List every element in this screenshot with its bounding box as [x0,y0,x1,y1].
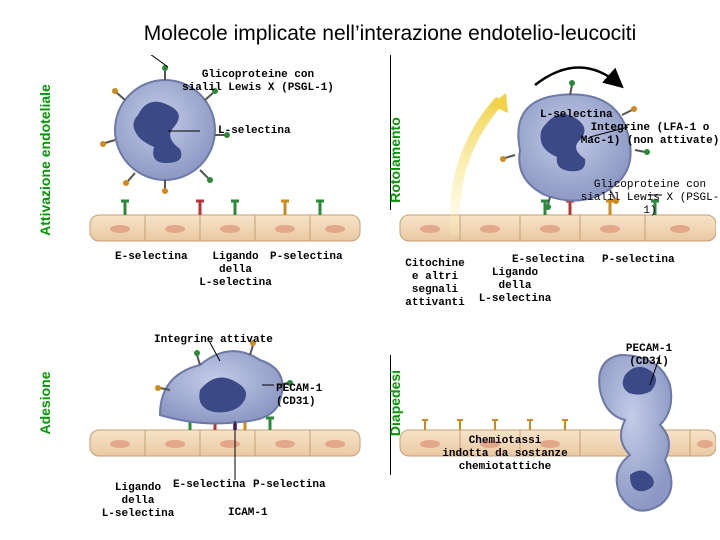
leukocyte-diapedesis [598,353,673,512]
label-ligand-activation: Ligando della L-selectina [199,251,272,289]
section-label-activation: Attivazione endoteliale [37,84,53,236]
label-l-selectin-activation: L-selectina [218,125,291,137]
endothelium-activation [89,199,361,242]
endothelium-rolling [399,199,716,242]
label-p-selectin-rolling: P-selectina [602,254,675,266]
page-title: Molecole implicate nell’interazione endo… [143,22,637,45]
label-l-selectin-rolling: L-selectina [540,109,613,121]
rolling-arrow [534,66,624,89]
label-p-selectin-activation: P-selectina [270,251,343,263]
label-ligand-adhesion: Ligando della L-selectina [101,482,175,520]
divider-bottom-right [390,355,391,475]
label-e-selectin-activation: E-selectina [115,251,188,263]
label-integrins-adhesion: Integrine attivate [154,334,273,346]
section-label-diapedesis: Diapedesi [387,369,403,437]
label-e-selectin-rolling: E-selectina [512,254,585,266]
label-ligand-rolling: Ligando della L-selectina [478,267,552,305]
label-icam-adhesion: ICAM-1 [228,507,268,519]
leukocyte-adhesion [155,338,293,480]
diagram-illustration [89,55,716,512]
leukocyte-rolling [500,80,662,210]
label-glycoproteins-activation: Glicoproteine con sialil Lewis X (PSGL-1… [182,69,334,94]
label-pecam-adhesion: PECAM-1 (CD31) [276,383,323,408]
label-e-selectin-adhesion: E-selectina [173,479,246,491]
section-label-rolling: Rotolamento [387,117,403,203]
label-integrins-rolling: Integrine (LFA-1 o Mac-1) (non attivate) [580,122,720,147]
section-label-adhesion: Adesione [37,371,53,435]
label-cytokines-rolling: Citochine e altri segnali attivanti [405,258,465,309]
label-pecam-diapedesis: PECAM-1 (CD31) [625,343,673,368]
divider-top-right [390,55,391,210]
label-chemotaxis-diapedesis: Chemiotassi indotta da sostanze chemiota… [442,435,568,473]
diagram-figure: Glicoproteine con sialil Lewis X (PSGL-1… [50,55,719,525]
signal-arrow [449,96,504,236]
label-p-selectin-adhesion: P-selectina [253,479,326,491]
leukocyte-activation [100,55,230,194]
label-glycoproteins-rolling: Glicoproteine con sialil Lewis X (PSGL-1… [580,179,720,217]
